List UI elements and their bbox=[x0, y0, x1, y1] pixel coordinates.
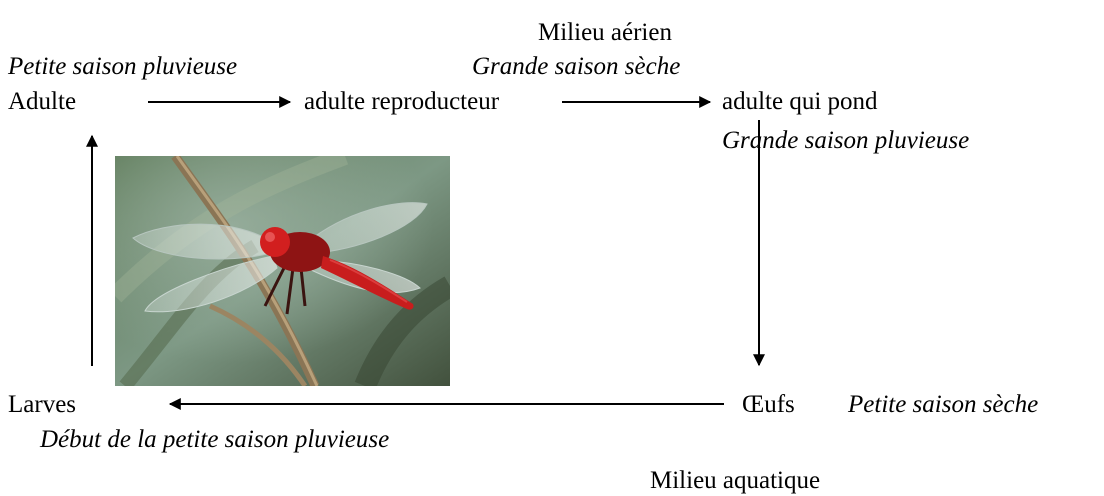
stage-larvae: Larves bbox=[8, 390, 76, 420]
stage-breeding-adult: adulte reproducteur bbox=[304, 87, 499, 117]
season-label-breeding-adult: Grande saison sèche bbox=[472, 52, 680, 82]
season-label-adult: Petite saison pluvieuse bbox=[8, 52, 237, 82]
season-label-laying-adult: Grande saison pluvieuse bbox=[722, 126, 969, 156]
aquatic-environment-label: Milieu aquatique bbox=[650, 466, 820, 496]
stage-laying-adult: adulte qui pond bbox=[722, 87, 878, 117]
stage-eggs: Œufs bbox=[742, 390, 795, 420]
aerial-environment-label: Milieu aérien bbox=[538, 18, 672, 48]
season-label-eggs: Petite saison sèche bbox=[848, 390, 1038, 420]
season-label-larvae: Début de la petite saison pluvieuse bbox=[40, 425, 389, 455]
dragonfly-photo bbox=[115, 156, 450, 386]
stage-adult: Adulte bbox=[8, 87, 76, 117]
